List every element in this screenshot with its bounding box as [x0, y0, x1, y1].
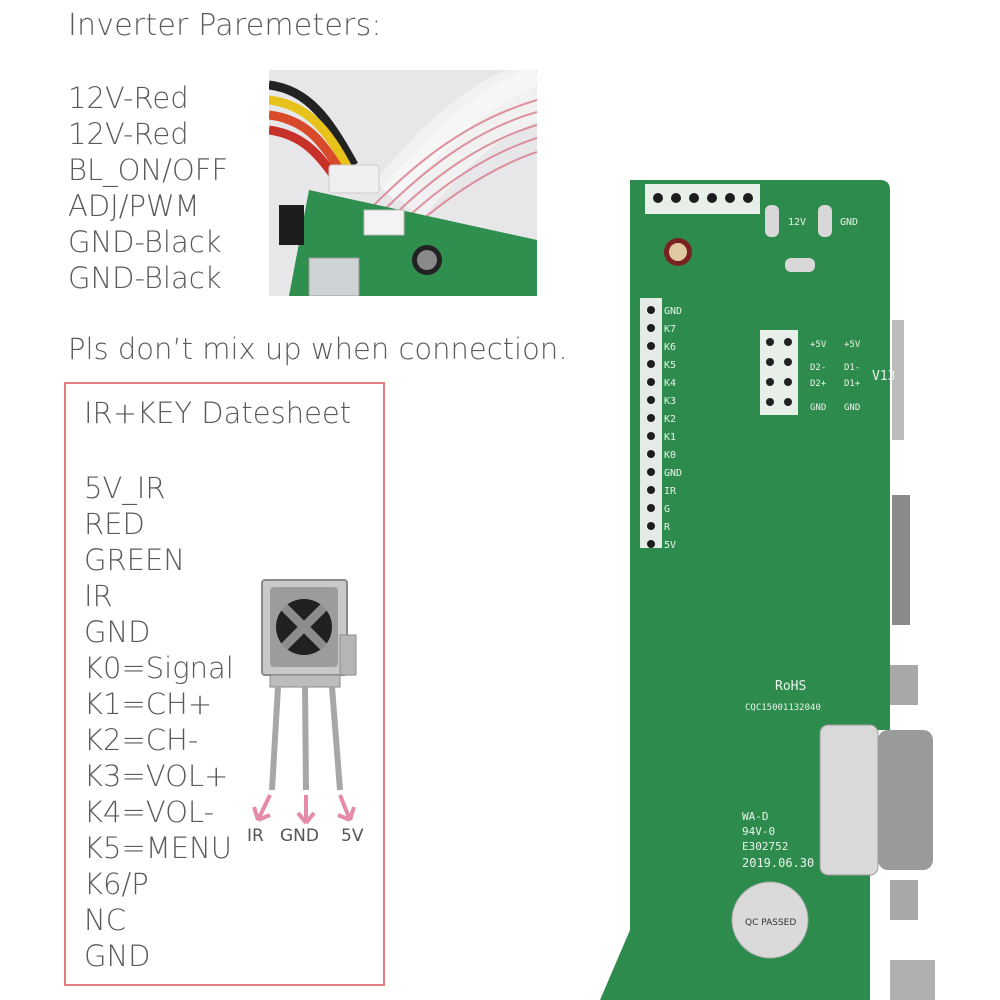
- ir-key-pin: GND: [84, 615, 151, 649]
- pcb-label-5v: 5V: [664, 540, 676, 551]
- ir-key-pin: K2=CH-: [84, 723, 199, 757]
- ir-key-pin: K1=CH+: [84, 687, 213, 721]
- ir-receiver-icon: [252, 579, 357, 825]
- lvds-label: D2-: [810, 363, 826, 373]
- lvds-label: D1+: [844, 379, 861, 389]
- ir-key-title: IR+KEY Datesheet: [84, 396, 352, 430]
- pcb-label-12v: 12V: [788, 217, 806, 228]
- lvds-label: D2+: [810, 379, 827, 389]
- pcb-label-power-gnd: GND: [840, 217, 858, 228]
- ir-key-pin: IR: [84, 579, 113, 613]
- ir-key-pin: K6/P: [84, 867, 149, 901]
- lvds-label: GND: [844, 403, 860, 413]
- ir-key-datasheet-box: IR+KEY Datesheet 5V_IR RED GREEN IR GND …: [64, 382, 385, 986]
- inverter-pin: 12V-Red: [68, 81, 189, 115]
- ir-key-pin: K3=VOL+: [84, 759, 229, 793]
- pcb-label-k2: K2: [664, 414, 676, 425]
- ir-key-pin: RED: [84, 507, 145, 541]
- inverter-pin: 12V-Red: [68, 117, 189, 151]
- inverter-pin-list: 12V-Red 12V-Red BL_ON/OFF ADJ/PWM GND-Bl…: [68, 80, 228, 296]
- cert-label: CQC15001132040: [745, 703, 821, 713]
- lvds-label: D1-: [844, 363, 860, 373]
- inverter-pin: ADJ/PWM: [68, 189, 200, 223]
- pcb-label-g: G: [664, 504, 670, 515]
- inverter-pin: GND-Black: [68, 225, 222, 259]
- pcb-label-gnd-top: GND: [664, 306, 682, 317]
- inverter-pin: BL_ON/OFF: [68, 153, 229, 187]
- ir-key-pin: NC: [84, 903, 126, 937]
- ir-key-pin: GND: [84, 939, 151, 973]
- date-label: 2019.06.30: [742, 856, 814, 870]
- pcb-label-k3: K3: [664, 396, 676, 407]
- pcb-label-k4: K4: [664, 378, 676, 389]
- code-label: E302752: [742, 840, 788, 853]
- ir-key-pin: K5=MENU: [84, 831, 233, 865]
- qc-label: QC PASSED: [745, 918, 796, 928]
- inverter-pin: GND-Black: [68, 261, 222, 295]
- sensor-pin-ir: IR: [247, 826, 264, 846]
- rating-label: 94V-0: [742, 825, 775, 838]
- ir-key-pin: K4=VOL-: [84, 795, 215, 829]
- pcb-label-gnd: GND: [664, 468, 682, 479]
- lvds-label: GND: [810, 403, 826, 413]
- pcb-label-k7: K7: [664, 324, 676, 335]
- pcb-board: GND K7 K6 K5 K4 K3 K2 K1 K0 GND IR G R 5…: [560, 170, 1000, 1000]
- maker-label: WA-D: [742, 810, 769, 823]
- pcb-label-k5: K5: [664, 360, 676, 371]
- ir-key-pin: 5V_IR: [84, 471, 166, 505]
- sensor-pin-5v: 5V: [341, 826, 364, 846]
- ir-key-pin-list: 5V_IR RED GREEN IR GND K0=Signal K1=CH+ …: [84, 470, 234, 974]
- pcb-label-r: R: [664, 522, 671, 533]
- connection-note: Pls don’t mix up when connection.: [68, 332, 568, 366]
- ir-key-pin: K0=Signal: [84, 651, 234, 685]
- pcb-label-k0: K0: [664, 450, 676, 461]
- pcb-label-ir: IR: [664, 486, 677, 497]
- inverter-title: Inverter Paremeters:: [68, 8, 382, 43]
- rohs-label: RoHS: [775, 679, 806, 694]
- pcb-label-k6: K6: [664, 342, 676, 353]
- model-label: V13: [872, 369, 895, 384]
- lvds-label: +5V: [810, 340, 827, 350]
- ir-key-pin: GREEN: [84, 543, 185, 577]
- sensor-pin-gnd: GND: [280, 826, 319, 846]
- connector-photo: [269, 70, 537, 296]
- pcb-label-k1: K1: [664, 432, 676, 443]
- lvds-label: +5V: [844, 340, 861, 350]
